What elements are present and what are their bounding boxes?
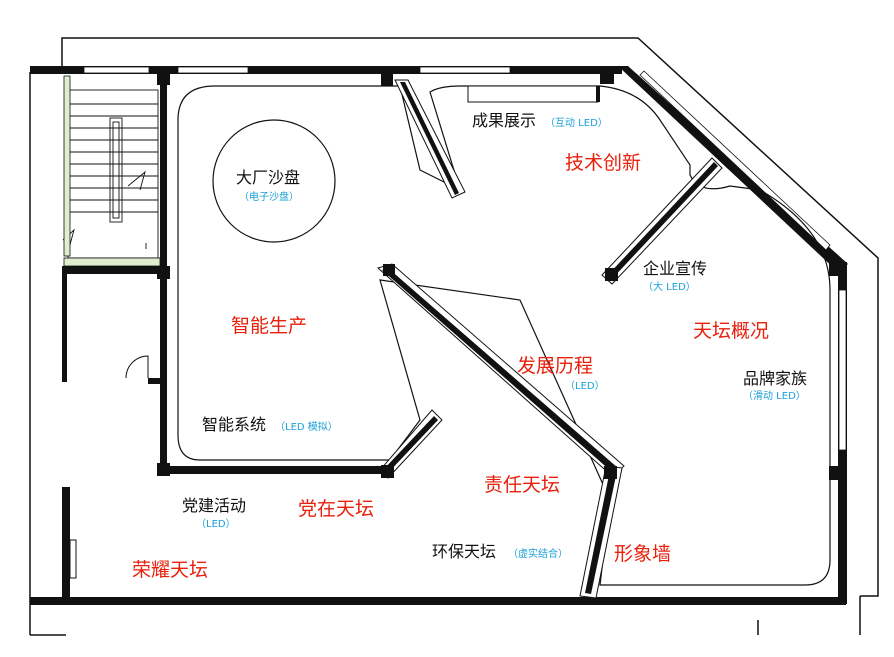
outer-outline bbox=[29, 37, 879, 636]
zone-smart-system-note: （LED 模拟） bbox=[275, 420, 338, 433]
zone-image-wall: 形象墙 bbox=[614, 543, 671, 565]
zone-corporate-promo: 企业宣传 bbox=[643, 259, 707, 278]
zone-responsibility: 责任天坛 bbox=[484, 474, 560, 496]
zone-factory-sandtable: 大厂沙盘 bbox=[236, 168, 300, 187]
zone-tech-innovation: 技术创新 bbox=[565, 152, 641, 174]
columns bbox=[157, 70, 843, 480]
zone-smart-production: 智能生产 bbox=[231, 315, 307, 337]
zone-smart-system: 智能系统 bbox=[202, 415, 266, 434]
stair-landing bbox=[63, 75, 161, 267]
zone-eco-tiantan-note: （虚实结合） bbox=[508, 547, 568, 560]
zone-development-history-note: （LED） bbox=[565, 380, 605, 392]
zone-development-history: 发展历程 bbox=[517, 355, 593, 377]
zone-party-tiantan: 党在天坛 bbox=[298, 498, 374, 520]
zone-corporate-promo-note: （大 LED） bbox=[643, 280, 696, 293]
display-walls bbox=[160, 79, 723, 599]
zone-honor-tiantan: 荣耀天坛 bbox=[132, 559, 208, 581]
zone-brand-family: 品牌家族 bbox=[743, 369, 807, 388]
zone-brand-family-note: （滑动 LED） bbox=[743, 390, 806, 402]
zone-factory-sandtable-note: （电子沙盘） bbox=[239, 190, 299, 203]
zone-tiantan-overview: 天坛概况 bbox=[693, 320, 769, 342]
zone-achievement-note: （互动 LED） bbox=[545, 117, 608, 129]
sandtable-circle bbox=[212, 119, 336, 243]
zone-achievement: 成果展示 bbox=[472, 111, 536, 130]
doors bbox=[69, 355, 149, 579]
zone-party-activities: 党建活动 bbox=[182, 496, 246, 515]
zone-party-activities-note: （LED） bbox=[196, 518, 236, 530]
staircase bbox=[62, 89, 159, 259]
zone-eco-tiantan: 环保天坛 bbox=[432, 542, 496, 561]
